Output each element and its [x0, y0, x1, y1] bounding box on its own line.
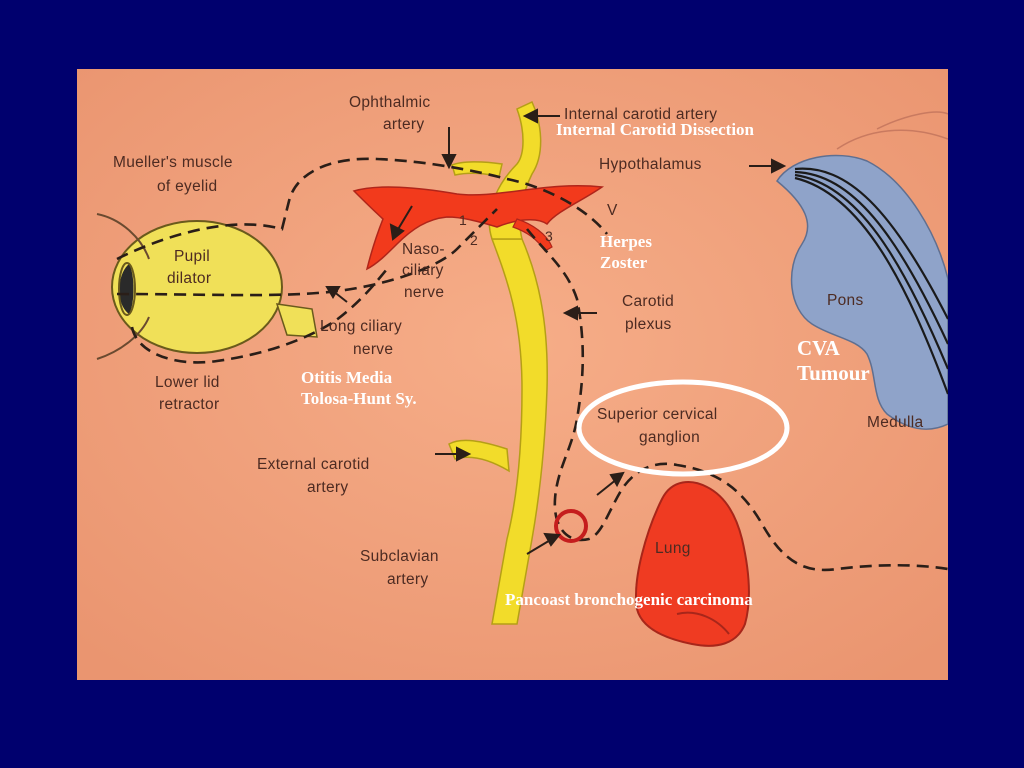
eyelid-upper: [96, 213, 150, 260]
annotation-otitis-media: Otitis Media Tolosa-Hunt Sy.: [301, 368, 417, 408]
annotation-herpes-zoster: Herpes Zoster: [600, 232, 652, 272]
label-medulla: Medulla: [867, 414, 923, 431]
label-branch-2: 2: [470, 232, 478, 248]
pointer-arrows: [325, 108, 787, 555]
diagram-photo: Ophthalmic artery Internal carotid arter…: [77, 69, 948, 680]
label-ciliary: ciliary: [402, 262, 444, 279]
ganglion-highlight: [576, 379, 790, 477]
brain-outline: [836, 111, 948, 150]
label-mueller-2: of eyelid: [157, 178, 217, 195]
oculosympathetic-pathway-diagram: Ophthalmic artery Internal carotid arter…: [77, 69, 948, 680]
label-external-carotid-2: artery: [307, 479, 348, 496]
label-lung: Lung: [655, 540, 691, 557]
label-internal-carotid: Internal carotid artery: [564, 106, 717, 123]
label-ganglion-1: Superior cervical: [597, 406, 718, 423]
label-ophthalmic-2: artery: [383, 116, 424, 133]
diagram-labels: Ophthalmic artery Internal carotid arter…: [113, 94, 923, 588]
eyelid-lower: [96, 316, 150, 360]
label-lower-lid-2: retractor: [159, 396, 219, 413]
label-ganglion-2: ganglion: [639, 429, 700, 446]
label-pupil: Pupil: [174, 248, 210, 265]
label-lower-lid-1: Lower lid: [155, 374, 220, 391]
annotation-cva-tumour: CVA Tumour: [797, 336, 870, 385]
annotation-internal-carotid-dissection: Internal Carotid Dissection: [556, 120, 755, 139]
label-external-carotid-1: External carotid: [257, 456, 370, 473]
label-mueller-1: Mueller's muscle: [113, 154, 233, 171]
eye-globe: [111, 220, 283, 354]
label-pons: Pons: [827, 292, 864, 309]
label-ophthalmic-1: Ophthalmic: [349, 94, 430, 111]
label-subclavian-2: artery: [387, 571, 428, 588]
label-branch-3: 3: [545, 228, 553, 244]
label-carotid: Carotid: [622, 293, 674, 310]
eye-icon: [119, 264, 134, 314]
label-long-ciliary-1: Long ciliary: [320, 318, 402, 335]
label-branch-1: 1: [459, 212, 467, 228]
subclavian-ring: [554, 509, 588, 543]
label-plexus: plexus: [625, 316, 672, 333]
label-subclavian-1: Subclavian: [360, 548, 439, 565]
descending-tract: [794, 167, 948, 395]
label-naso: Naso-: [402, 241, 445, 258]
common-carotid-artery: [490, 238, 548, 625]
lung-fissure: [676, 611, 730, 635]
external-carotid-branch: [448, 439, 510, 473]
label-nerve: nerve: [404, 284, 444, 301]
optic-stalk: [275, 303, 318, 338]
sympathetic-pathway: [116, 157, 948, 572]
trigeminal-nerve: [352, 185, 605, 271]
cornea: [118, 262, 136, 316]
label-dilator: dilator: [167, 270, 211, 287]
label-v: V: [607, 202, 618, 219]
label-long-ciliary-2: nerve: [353, 341, 393, 358]
lung-shape: [635, 481, 750, 647]
annotation-pancoast: Pancoast bronchogenic carcinoma: [505, 590, 753, 609]
brainstem-shape: [776, 154, 948, 430]
label-hypothalamus: Hypothalamus: [599, 156, 702, 173]
